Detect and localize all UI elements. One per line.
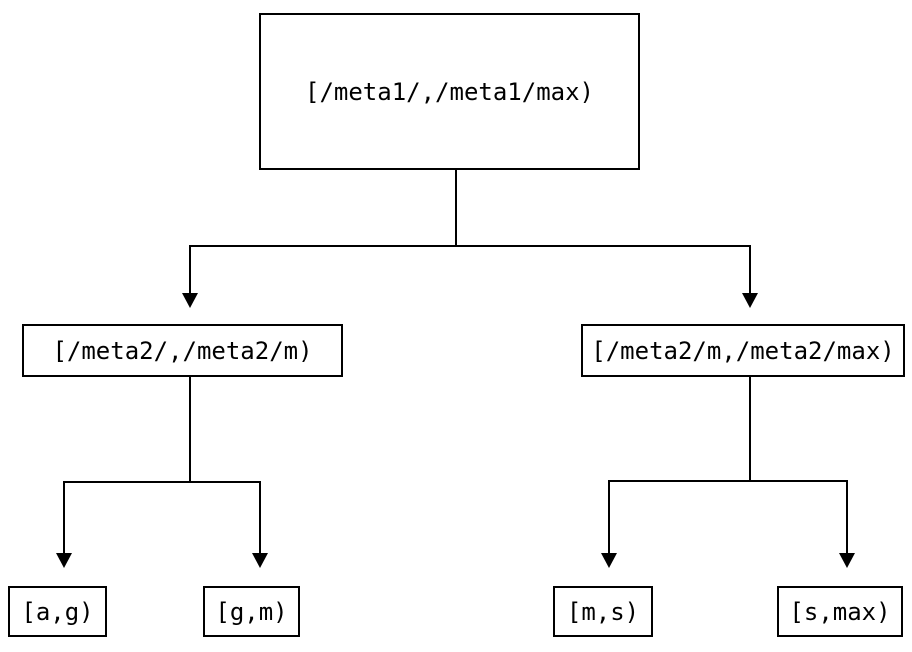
tree-node-root: [/meta1/,/meta1/max): [259, 13, 640, 170]
tree-node-right: [/meta2/m,/meta2/max): [581, 324, 905, 377]
tree-node-leaf-ms-label: [m,s): [566, 597, 640, 626]
tree-node-leaf-smax-label: [s,max): [789, 597, 891, 626]
arrow-down-icon: [56, 553, 72, 568]
arrow-down-icon: [601, 553, 617, 568]
tree-node-right-label: [/meta2/m,/meta2/max): [591, 336, 895, 365]
tree-node-leaf-ms: [m,s): [553, 586, 653, 637]
tree-node-leaf-gm: [g,m): [203, 586, 300, 637]
tree-node-leaf-ag-label: [a,g): [21, 597, 94, 626]
arrow-down-icon: [742, 293, 758, 308]
tree-node-root-label: [/meta1/,/meta1/max): [305, 77, 594, 106]
tree-node-left-label: [/meta2/,/meta2/m): [52, 336, 313, 365]
tree-node-leaf-gm-label: [g,m): [215, 597, 288, 626]
tree-node-leaf-smax: [s,max): [777, 586, 903, 637]
tree-node-left: [/meta2/,/meta2/m): [22, 324, 343, 377]
tree-node-leaf-ag: [a,g): [8, 586, 107, 637]
arrow-down-icon: [252, 553, 268, 568]
arrow-down-icon: [182, 293, 198, 308]
arrow-down-icon: [839, 553, 855, 568]
